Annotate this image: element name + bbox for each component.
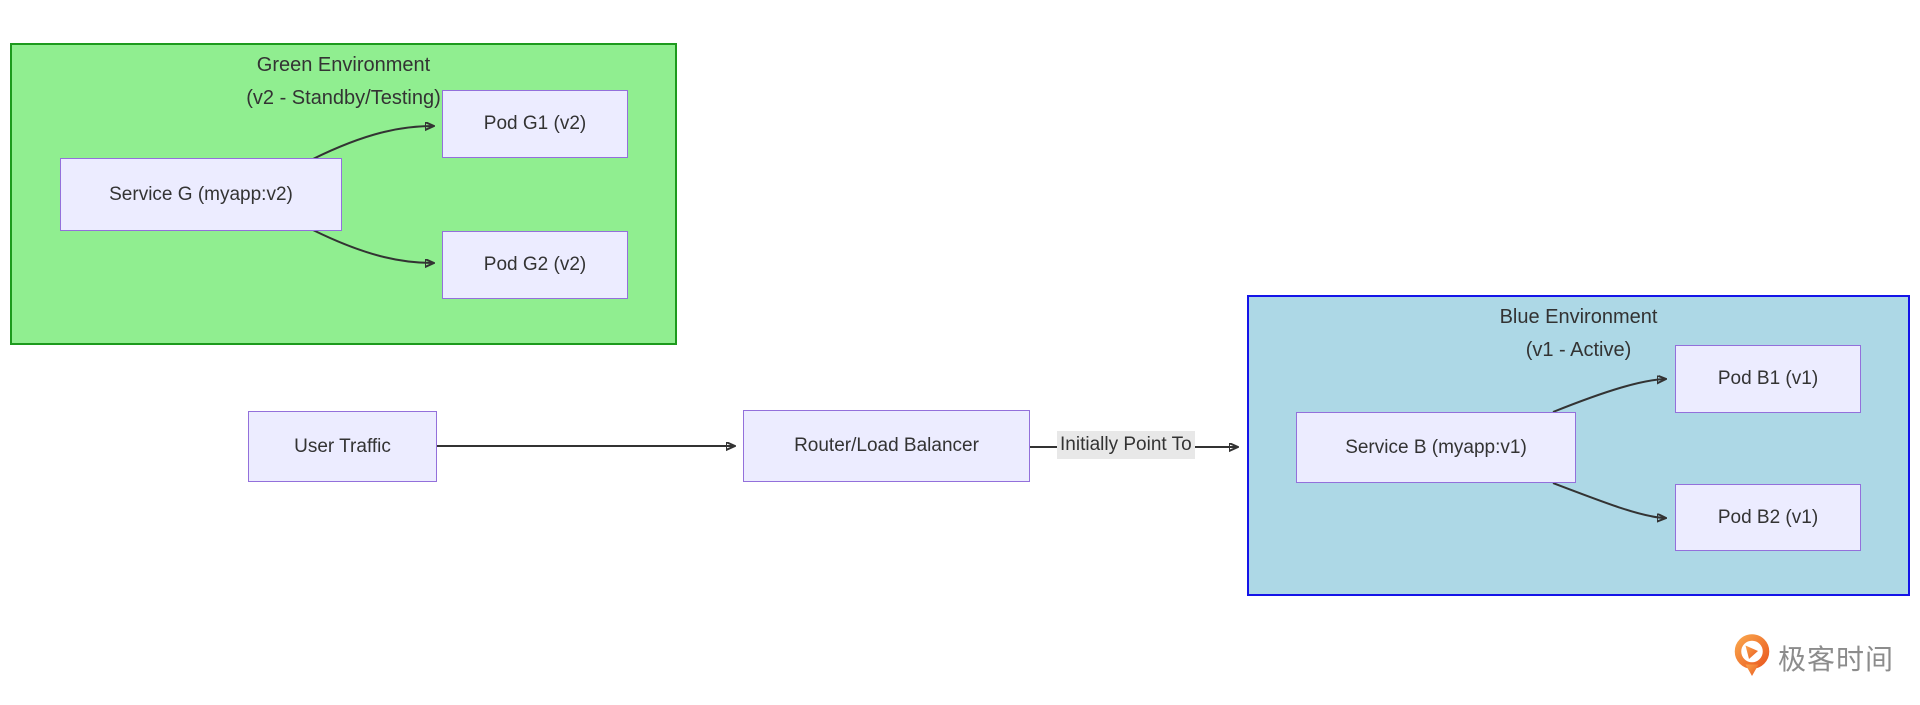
green-environment-title: Green Environment (v2 - Standby/Testing) [12,49,675,115]
node-pod-g1-label: Pod G1 (v2) [483,113,587,134]
node-service-b: Service B (myapp:v1) [1296,412,1576,483]
node-pod-g1: Pod G1 (v2) [442,90,628,158]
blue-environment-title: Blue Environment (v1 - Active) [1249,301,1908,367]
node-pod-g2: Pod G2 (v2) [442,231,628,299]
edge-label-initially-point-to: Initially Point To [1057,431,1195,459]
geektime-logo-icon [1733,634,1771,682]
node-service-g-label: Service G (myapp:v2) [109,183,293,205]
geektime-logo-text: 极客时间 [1778,644,1895,675]
node-router-load-balancer-label: Router/Load Balancer [794,435,979,456]
node-service-b-label: Service B (myapp:v1) [1345,436,1527,458]
node-pod-b2: Pod B2 (v1) [1675,484,1861,551]
node-pod-b1: Pod B1 (v1) [1675,345,1861,413]
node-service-g: Service G (myapp:v2) [60,158,342,231]
node-router-load-balancer: Router/Load Balancer [743,410,1030,482]
geektime-logo: 极客时间 [1733,634,1894,682]
blue-environment-title-line1: Blue Environment [1499,306,1658,328]
node-pod-b2-label: Pod B2 (v1) [1717,506,1819,528]
node-user-traffic: User Traffic [248,411,437,482]
green-environment-title-line1: Green Environment [256,54,431,76]
node-pod-b1-label: Pod B1 (v1) [1717,368,1819,389]
green-environment-title-line2: (v2 - Standby/Testing) [246,87,441,109]
node-pod-g2-label: Pod G2 (v2) [483,254,587,275]
blue-environment-title-line2: (v1 - Active) [1525,339,1632,361]
node-user-traffic-label: User Traffic [294,435,391,457]
